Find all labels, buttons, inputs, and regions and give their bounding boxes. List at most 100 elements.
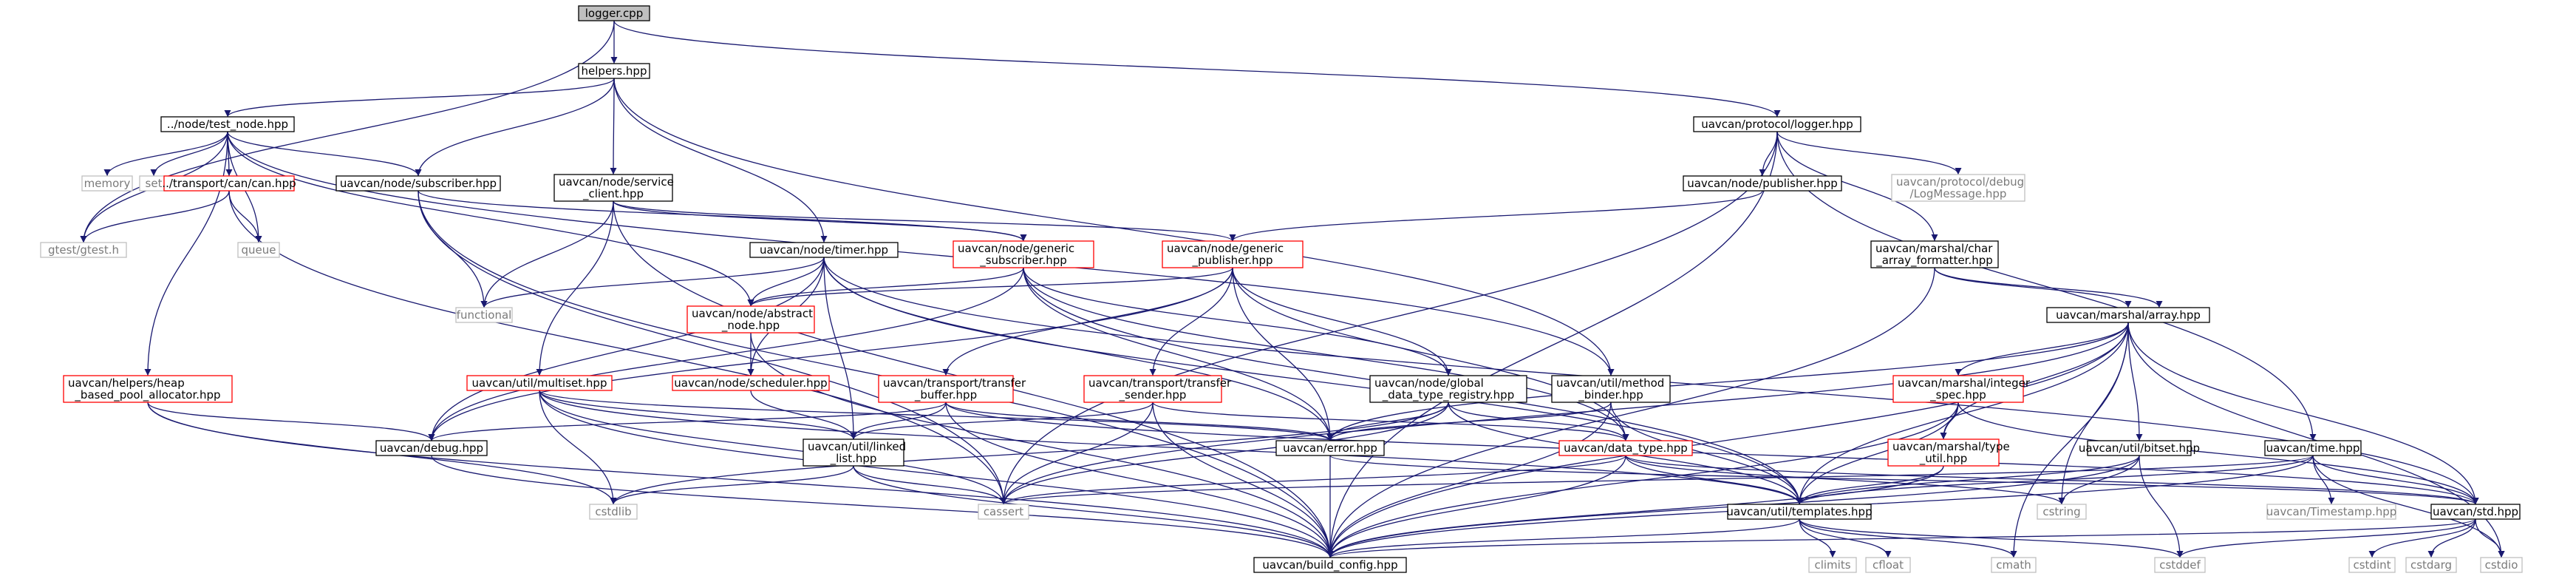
node-abstract-node[interactable]: uavcan/node/abstract_node.hpp (686, 305, 815, 333)
node-char-array[interactable]: uavcan/marshal/char_array_formatter.hpp (1870, 240, 1999, 268)
node-heap-alloc[interactable]: uavcan/helpers/heap_based_pool_allocator… (63, 375, 233, 403)
edge-transfer_buffer-to-debug (428, 402, 947, 441)
edge-generic_pub-to-data_type (1232, 267, 1629, 441)
node-proto-logger[interactable]: uavcan/protocol/logger.hpp (1693, 116, 1861, 132)
node-multiset[interactable]: uavcan/util/multiset.hpp (466, 375, 613, 391)
edge-timer-to-functional (480, 257, 825, 308)
node-label: logger.cpp (585, 7, 643, 20)
edge-transfer_sender-to-cassert (1000, 402, 1154, 505)
node-box (553, 174, 673, 202)
edge-helpers-to-service_client (610, 78, 617, 175)
edge-linked_list-to-cassert (853, 465, 1007, 505)
node-method-binder[interactable]: uavcan/util/method_binder.hpp (1551, 375, 1671, 403)
node-templates[interactable]: uavcan/util/templates.hpp (1726, 504, 1873, 520)
node-label: uavcan/node/generic (958, 242, 1074, 255)
node-box (1558, 440, 1693, 456)
node-publisher[interactable]: uavcan/node/publisher.hpp (1683, 175, 1842, 192)
node-label: _array_formatter.hpp (1875, 254, 1993, 268)
dependency-edges (80, 20, 2505, 558)
node-debug[interactable]: uavcan/debug.hpp (375, 440, 488, 456)
edge-templates-to-build_config (1326, 518, 1800, 558)
node-generic-sub[interactable]: uavcan/node/generic_subscriber.hpp (953, 240, 1094, 268)
node-time[interactable]: uavcan/time.hpp (2264, 440, 2362, 456)
edge-linked_list-to-build_config (853, 465, 1334, 558)
node-box (1892, 375, 2024, 403)
edge-generic_sub-to-debug (428, 267, 1024, 441)
node-label: helpers.hpp (582, 64, 647, 78)
edge-generic_pub-to-transfer_sender (1149, 267, 1233, 376)
edge-transfer_buffer-to-linked_list (850, 402, 947, 440)
edge-time-to-cstdio (2312, 455, 2505, 558)
node-transfer-sender[interactable]: uavcan/transport/transfer_sender.hpp (1083, 375, 1232, 403)
edge-transfer_sender-to-build_config (1152, 402, 1334, 558)
node-build-config[interactable]: uavcan/build_config.hpp (1253, 557, 1407, 573)
edge-multiset-to-templates (539, 390, 1803, 505)
edge-transfer_buffer-to-std (945, 402, 2479, 505)
node-linked-list[interactable]: uavcan/util/linked_list.hpp (803, 439, 906, 467)
node-type-util[interactable]: uavcan/marshal/type_util.hpp (1887, 439, 2010, 467)
node-box (1551, 375, 1671, 403)
node-box (2480, 557, 2523, 573)
node-logger-cpp: logger.cpp (578, 5, 650, 21)
node-error[interactable]: uavcan/error.hpp (1275, 440, 1385, 456)
node-box (1991, 557, 2037, 573)
edge-std-to-cstdio (2475, 518, 2505, 558)
edge-std-to-cstdint (2368, 518, 2476, 558)
node-std[interactable]: uavcan/std.hpp (2430, 504, 2521, 520)
edge-subscriber-to-build_config (418, 190, 1334, 558)
node-box (578, 63, 650, 79)
node-label: functional (457, 308, 512, 322)
edge-char_array-to-type_traits (1934, 267, 2163, 308)
node-transfer-buffer[interactable]: uavcan/transport/transfer_buffer.hpp (878, 375, 1026, 403)
edge-generic_pub-to-error (1232, 267, 1334, 441)
edge-time-to-templates (1796, 455, 2314, 505)
edge-data_type-to-cstring (1625, 455, 2065, 505)
node-label: uavcan/marshal/char (1875, 242, 1993, 255)
edge-std-to-build_config (1326, 518, 2476, 558)
edge-type_util-to-templates (1796, 465, 1944, 505)
node-global-registry[interactable]: uavcan/node/global_data_type_registry.hp… (1369, 375, 1527, 403)
node-box (803, 439, 904, 467)
node-scheduler[interactable]: uavcan/node/scheduler.hpp (672, 375, 830, 391)
node-box (2266, 504, 2396, 520)
node-test-node[interactable]: ../node/test_node.hpp (160, 116, 295, 132)
edge-publisher-to-generic_pub (1229, 190, 1763, 242)
node-box (978, 504, 1029, 520)
edge-generic_pub-to-debug (428, 267, 1233, 441)
node-box (455, 307, 513, 323)
node-box (1162, 240, 1304, 268)
node-cassert: cassert (978, 504, 1029, 520)
node-integer-spec[interactable]: uavcan/marshal/integer_spec.hpp (1892, 375, 2031, 403)
node-subscriber[interactable]: uavcan/node/subscriber.hpp (335, 175, 501, 192)
node-can[interactable]: ../transport/can/can.hpp (162, 175, 296, 192)
node-label: uavcan/node/timer.hpp (760, 243, 888, 257)
node-cstdarg: cstdarg (2405, 557, 2457, 573)
edge-service_client-to-functional (480, 200, 614, 308)
node-helpers[interactable]: helpers.hpp (578, 63, 650, 79)
node-data-type[interactable]: uavcan/data_type.hpp (1558, 440, 1693, 456)
node-timer[interactable]: uavcan/node/timer.hpp (749, 242, 899, 258)
edge-proto_logger-to-log_message (1776, 131, 1962, 175)
edge-marshal_array-to-cstdio (2127, 322, 2505, 558)
node-label: _client.hpp (582, 187, 644, 201)
node-label: uavcan/build_config.hpp (1262, 558, 1397, 572)
node-label: _publisher.hpp (1191, 254, 1272, 268)
node-label: queue (242, 243, 276, 257)
node-label: uavcan/node/global (1374, 376, 1484, 390)
edge-test_node-to-set (150, 131, 228, 177)
node-box (63, 375, 233, 403)
node-box (686, 305, 815, 333)
node-memory: memory (81, 175, 133, 192)
node-service-client[interactable]: uavcan/node/service_client.hpp (553, 174, 674, 202)
node-box (672, 375, 830, 391)
node-label: cmath (1996, 558, 2031, 572)
node-box (2154, 557, 2206, 573)
node-label: ../node/test_node.hpp (167, 118, 288, 132)
edge-proto_logger-to-cassert (1000, 131, 1778, 505)
edge-can-to-queue (228, 190, 262, 243)
node-marshal-array[interactable]: uavcan/marshal/array.hpp (2046, 307, 2210, 323)
node-box (2430, 504, 2521, 520)
edge-test_node-to-memory (103, 131, 228, 177)
node-generic-pub[interactable]: uavcan/node/generic_publisher.hpp (1162, 240, 1304, 268)
node-bitset[interactable]: uavcan/util/bitset.hpp (2079, 440, 2200, 456)
